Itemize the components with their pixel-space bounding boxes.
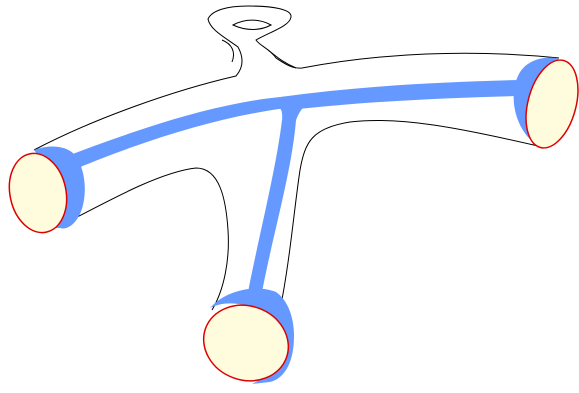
handle-crease-right [268, 50, 296, 68]
left-arm-lower-edge [60, 168, 228, 310]
bottom-boundary [193, 289, 299, 393]
handle-crease-left [222, 40, 234, 62]
ribbon-left-branch [62, 97, 286, 172]
ribbon-down-branch [248, 120, 296, 292]
handle-inner-loop [233, 20, 271, 29]
left-arm-upper-edge [34, 6, 559, 150]
ribbon-right-branch [280, 80, 518, 110]
surface-outline [34, 6, 559, 310]
bottom-arm-right-edge [280, 120, 538, 310]
right-boundary [514, 54, 579, 153]
branched-ribbon [62, 80, 518, 292]
left-boundary [2, 147, 85, 238]
